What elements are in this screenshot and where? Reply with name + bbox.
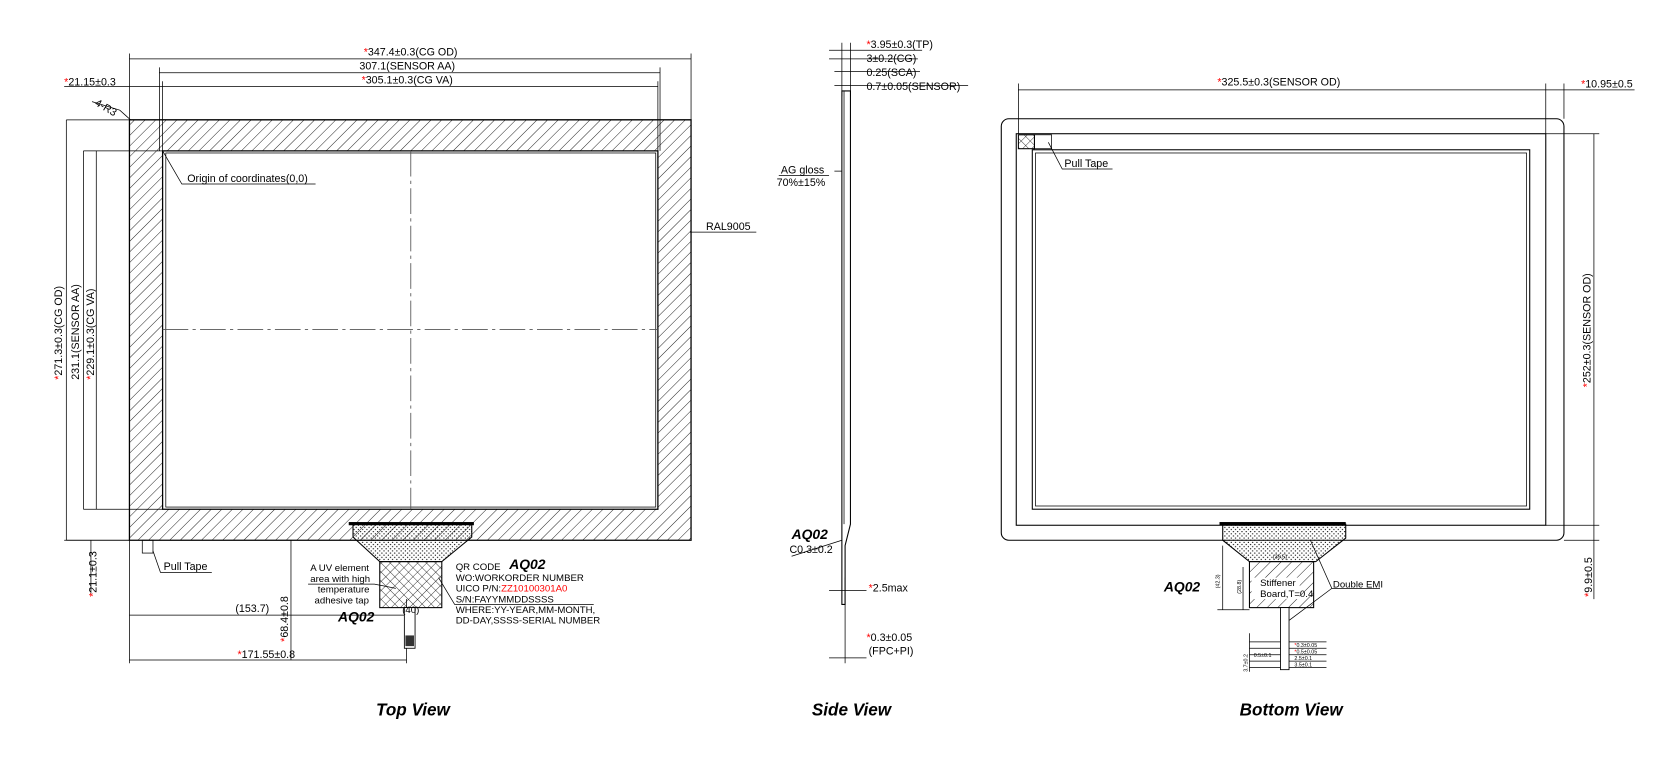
uv-label-2: area with high	[310, 574, 370, 585]
fpc-qr-area	[379, 561, 443, 609]
fpc-tail	[1280, 607, 1290, 671]
dim-w1: (39.5)	[1273, 554, 1287, 560]
dim-cg-va-width: *305.1±0.3(CG VA)	[362, 74, 453, 86]
dim-cg-od-height: *271.3±0.3(CG OD)	[53, 286, 65, 380]
dim-right-offset: *10.95±0.5	[1581, 79, 1633, 91]
dim-h2: (28.8)	[1237, 580, 1243, 594]
dim-bottom-offset: *21.1±0.3	[87, 551, 99, 597]
dim-cg-od-width: *347.4±0.3(CG OD)	[364, 47, 458, 59]
dim-sensor-od-width: *325.5±0.3(SENSOR OD)	[1217, 77, 1340, 89]
top-view-title: Top View	[376, 701, 452, 720]
dim-fpc-width: (40)	[402, 605, 419, 616]
cover-glass-bezel	[128, 119, 692, 541]
dim-sca: 0.25(SCA)	[866, 67, 916, 79]
top-view: *347.4±0.3(CG OD) 307.1(SENSOR AA) *305.…	[53, 47, 757, 720]
dim-t6: 3.7±0.2	[1243, 654, 1249, 672]
dim-t4: 3.5±0.1	[1294, 662, 1312, 668]
dim-sensor: 0.7±0.05(SENSOR)	[866, 81, 960, 93]
ag-gloss-label: AG gloss	[781, 164, 824, 176]
side-marking: AQ02	[791, 526, 829, 542]
qr-wo: WO:WORKORDER NUMBER	[456, 573, 584, 584]
side-view-title: Side View	[812, 701, 893, 720]
dim-t5: 0.5±0.1	[1254, 653, 1272, 659]
pull-tape-label: Pull Tape	[1064, 158, 1108, 170]
cover-glass-outline	[1000, 118, 1565, 541]
dim-sensor-od-height: *252±0.3(SENSOR OD)	[1582, 273, 1594, 387]
dim-bottom-offset: *9.9±0.5	[1583, 557, 1595, 597]
top-dim-lines	[64, 53, 757, 664]
bottom-marking: AQ02	[1163, 579, 1201, 595]
uv-leaders	[308, 577, 594, 605]
dim-fpc-length: *68.4±0.8	[279, 596, 291, 642]
pull-tape-tab	[141, 539, 154, 554]
bottom-dim-lines	[1018, 83, 1635, 672]
stiffener-label-bg	[1251, 577, 1300, 600]
dim-fpc-thickness: *0.3±0.05	[866, 632, 912, 644]
fpc-connector	[352, 523, 473, 563]
qr-sn: S/N:FAYYMMDDSSSS	[456, 594, 554, 605]
dim-fpc-pi: (FPC+PI)	[869, 646, 914, 658]
ag-gloss-value: 70%±15%	[777, 177, 826, 189]
sensor-aa-outline	[1031, 149, 1531, 510]
pull-tape-tail	[1034, 134, 1052, 150]
dim-corner-radius: 4-R3	[93, 97, 119, 119]
pull-tape-box	[1017, 134, 1035, 150]
dim-left-offset: *21.15±0.3	[64, 77, 116, 89]
bottom-view: *325.5±0.3(SENSOR OD) *10.95±0.5 *252±0.…	[1000, 77, 1635, 720]
double-emi-label: Double EMI	[1333, 579, 1383, 590]
dim-t1: *0.3±0.05	[1294, 643, 1317, 649]
bottom-view-title: Bottom View	[1240, 701, 1345, 720]
dim-fpc-x: (153.7)	[235, 603, 269, 615]
sensor-od-outline	[1015, 133, 1547, 526]
sensor-inner-line	[1035, 152, 1527, 507]
dim-fpc-x2: *171.55±0.8	[237, 649, 295, 661]
origin-label: Origin of coordinates(0,0)	[187, 173, 308, 185]
dim-t2: *0.5±0.05	[1294, 650, 1317, 656]
qr-where-1: WHERE:YY-YEAR,MM-MONTH,	[456, 605, 596, 616]
side-dim-lines	[778, 42, 969, 664]
side-view: *3.95±0.3(TP) 3±0.2(CG) 0.25(SCA) 0.7±0.…	[777, 39, 969, 720]
dim-t3: 2.5±0.1	[1294, 656, 1312, 662]
fpc-bar	[348, 522, 474, 526]
dim-tp: *3.95±0.3(TP)	[866, 39, 932, 51]
qr-where-2: DD-DAY,SSSS-SERIAL NUMBER	[456, 616, 601, 627]
dim-cg: 3±0.2(CG)	[866, 53, 916, 65]
fpc-tail	[403, 607, 416, 649]
uv-label-1: A UV element	[310, 563, 369, 574]
stiffener-label-1: Stiffener	[1260, 578, 1296, 589]
qr-label: QR CODE	[456, 562, 501, 573]
dim-h1: (42.3)	[1216, 574, 1222, 588]
panel-profile	[841, 90, 851, 605]
fpc-stiffener-tip	[405, 635, 414, 647]
fpc-bar	[1219, 522, 1346, 526]
dim-sensor-aa-height: 231.1(SENSOR AA)	[70, 284, 82, 380]
fpc-marking: AQ02	[337, 609, 375, 625]
uv-label-3: temperature	[318, 585, 370, 596]
qr-pn: UICO P/N:ZZ10100301A0	[456, 584, 568, 595]
ral-label: RAL9005	[706, 221, 751, 233]
dim-chamfer: C0.3±0.2	[789, 544, 832, 556]
stiffener-label-2: Board,T=0.4	[1260, 589, 1314, 600]
pull-tape-label: Pull Tape	[164, 561, 208, 573]
dim-cg-va-height: *229.1±0.3(CG VA)	[85, 289, 97, 380]
uv-label-4: adhesive tap	[315, 595, 370, 606]
dim-sensor-aa-width: 307.1(SENSOR AA)	[359, 61, 455, 73]
dim-max: *2.5max	[869, 583, 909, 595]
qr-code-text: AQ02	[508, 556, 546, 572]
